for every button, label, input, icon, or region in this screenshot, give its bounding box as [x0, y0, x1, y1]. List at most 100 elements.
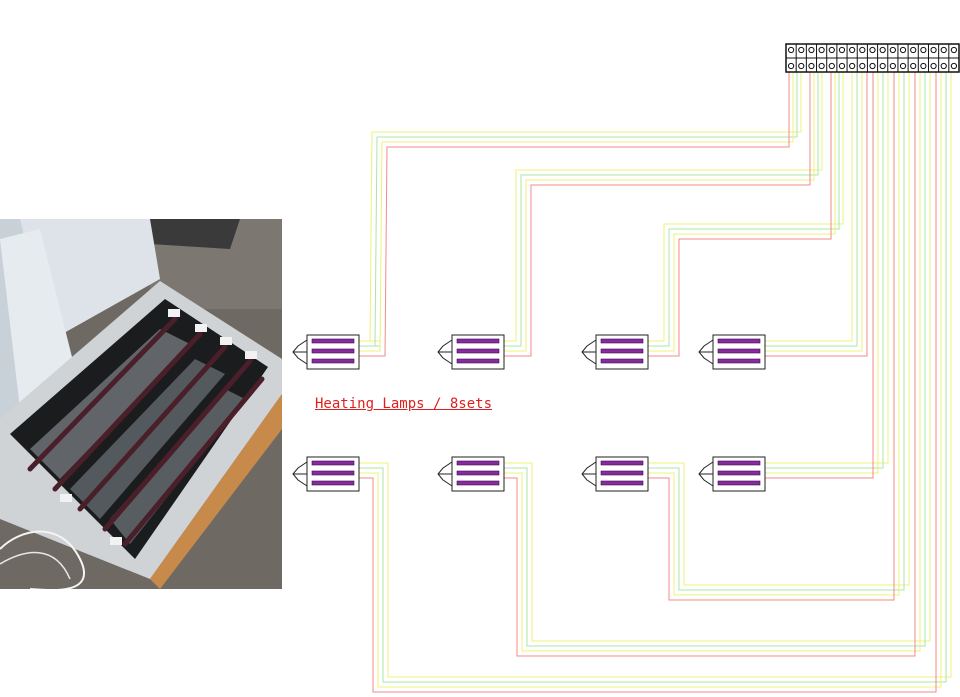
wire-lamp-bottom-4	[765, 72, 879, 474]
terminal-screw	[808, 46, 815, 54]
lamp-tube	[456, 338, 500, 344]
terminal-screw	[808, 62, 815, 70]
terminal-screw	[838, 46, 846, 54]
wire-lamp-top-3	[648, 72, 836, 352]
terminal-screw	[940, 62, 947, 70]
terminal-screw	[798, 62, 805, 70]
wire-lamp-top-3	[648, 72, 832, 357]
wire-lamp-top-2	[504, 72, 815, 352]
wire-lamp-bottom-2	[504, 72, 921, 652]
lamp-tube	[600, 338, 644, 344]
lamp-tube	[717, 348, 761, 354]
terminal-screw	[859, 62, 866, 70]
wire-lamp-top-1	[359, 72, 798, 347]
terminal-block	[785, 43, 960, 73]
terminal-screw	[849, 62, 856, 70]
lamp-tube	[311, 358, 355, 364]
wire-lamp-bottom-1	[359, 72, 942, 688]
terminal-screw	[849, 46, 856, 54]
terminal-screw	[899, 46, 907, 54]
lamp-tube	[600, 460, 644, 466]
terminal-screw	[899, 62, 907, 70]
terminal-screw	[940, 46, 947, 54]
terminal-screw	[879, 46, 886, 54]
terminal-screw	[828, 46, 835, 54]
wire-lamp-bottom-2	[504, 72, 916, 657]
terminal-screw	[818, 62, 825, 70]
lamp-tube	[456, 480, 500, 486]
wire-lamp-bottom-1	[359, 72, 937, 693]
wire-lamp-top-1	[359, 72, 794, 352]
terminal-screw	[910, 46, 917, 54]
wire-lamp-bottom-3	[648, 72, 900, 596]
terminal-screw	[787, 62, 795, 70]
lamp-tube	[311, 470, 355, 476]
heating-lamp	[698, 456, 766, 492]
terminal-screw	[818, 46, 825, 54]
heating-lamp	[292, 334, 360, 370]
wire-lamp-bottom-4	[765, 72, 874, 479]
lamp-tube	[311, 338, 355, 344]
terminal-screw	[838, 62, 846, 70]
lamp-tube	[717, 338, 761, 344]
wire-lamp-top-4	[765, 72, 868, 357]
lamp-tube	[717, 358, 761, 364]
lamp-tube	[311, 480, 355, 486]
lamp-tube	[311, 348, 355, 354]
wire-lamp-bottom-3	[648, 72, 910, 586]
heating-lamp	[698, 334, 766, 370]
wire-lamp-top-1	[359, 72, 790, 357]
terminal-screw	[869, 62, 876, 70]
lamp-tube	[717, 480, 761, 486]
heating-lamp	[437, 334, 505, 370]
wire-lamp-top-1	[359, 72, 802, 342]
terminal-screw	[798, 46, 805, 54]
terminal-screw	[930, 62, 937, 70]
lamp-tube	[600, 348, 644, 354]
lamp-tube	[600, 480, 644, 486]
heating-lamp	[292, 456, 360, 492]
wire-lamp-bottom-4	[765, 72, 884, 469]
wire-bundles	[359, 72, 952, 693]
wire-lamp-bottom-3	[648, 72, 905, 591]
wire-lamp-bottom-1	[359, 72, 952, 678]
wire-lamp-top-2	[504, 72, 811, 357]
terminal-screw	[879, 62, 886, 70]
terminal-screw	[889, 46, 896, 54]
lamp-tube	[717, 460, 761, 466]
lamp-tube	[717, 470, 761, 476]
lamp-tube	[600, 358, 644, 364]
terminal-screw	[869, 46, 876, 54]
wire-lamp-bottom-1	[359, 72, 947, 683]
terminal-screw	[889, 62, 896, 70]
lamp-tube	[456, 358, 500, 364]
wire-lamp-top-2	[504, 72, 823, 342]
heating-lamp	[437, 456, 505, 492]
heating-lamp	[581, 456, 649, 492]
terminal-screw	[828, 62, 835, 70]
terminal-screw	[910, 62, 917, 70]
wire-lamp-bottom-2	[504, 72, 926, 647]
terminal-screw	[930, 46, 937, 54]
lamp-tube	[456, 348, 500, 354]
wire-lamp-top-4	[765, 72, 853, 342]
wire-lamp-top-3	[648, 72, 844, 342]
lamp-tube	[456, 460, 500, 466]
wire-lamp-bottom-4	[765, 72, 889, 464]
terminal-screw	[950, 62, 958, 70]
terminal-screw	[859, 46, 866, 54]
photo-illustration	[0, 219, 282, 589]
lamp-tube	[311, 460, 355, 466]
wire-lamp-top-4	[765, 72, 858, 347]
terminal-screw	[787, 46, 795, 54]
heating-lamp-box-photo	[0, 219, 282, 589]
lamp-fixtures	[292, 334, 766, 492]
wire-lamp-top-3	[648, 72, 840, 347]
lamp-tube	[600, 470, 644, 476]
wire-lamp-top-2	[504, 72, 819, 347]
terminal-screw	[950, 46, 958, 54]
wire-lamp-bottom-3	[648, 72, 895, 601]
wire-lamp-top-4	[765, 72, 863, 352]
heating-lamps-caption: Heating Lamps / 8sets	[315, 396, 493, 412]
